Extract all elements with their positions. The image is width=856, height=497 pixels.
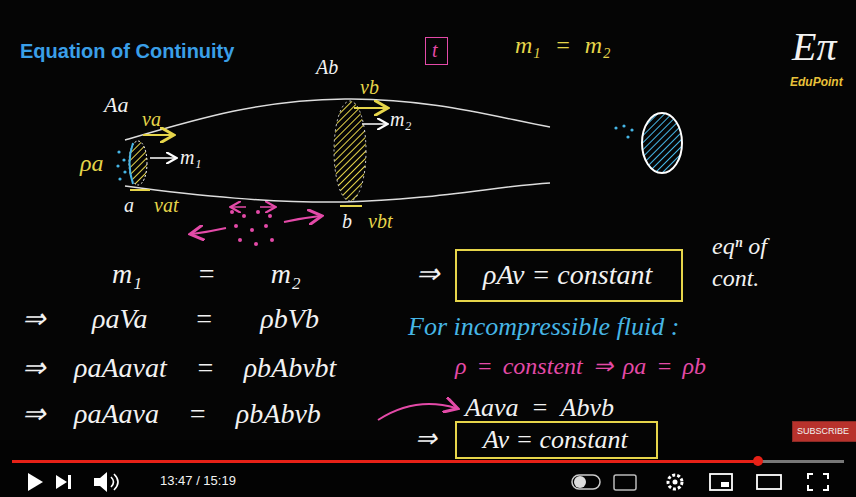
progress-track bbox=[12, 460, 844, 463]
area-label: Aa bbox=[104, 92, 128, 117]
play-icon bbox=[28, 473, 43, 491]
mass-arrow bbox=[150, 157, 175, 159]
settings-icon bbox=[668, 475, 682, 489]
molecule-dots bbox=[230, 210, 274, 246]
volume-icon bbox=[111, 474, 118, 490]
cross-section bbox=[129, 141, 147, 185]
density-label: ρa bbox=[80, 150, 104, 178]
implies-sign: ⇒ bbox=[416, 258, 439, 290]
motion-arrow bbox=[260, 206, 274, 208]
subscribe-button: SUBSCRIBE bbox=[792, 421, 856, 442]
fluid-dots bbox=[116, 150, 126, 180]
equation-text: ⇒ ρaAava = ρbAbvb bbox=[22, 398, 321, 430]
box-text: SUBSCRIBE bbox=[797, 426, 852, 436]
cross-section bbox=[642, 113, 682, 173]
volume-icon bbox=[94, 472, 107, 492]
length-label: vat bbox=[154, 194, 178, 217]
equation-text: Aava = Abvb bbox=[465, 393, 614, 423]
theater-icon bbox=[757, 475, 781, 489]
area-label: Ab bbox=[316, 56, 338, 79]
autoplay-toggle bbox=[572, 475, 600, 489]
miniplayer-icon bbox=[710, 474, 732, 490]
equation-note: eqⁿ of cont. bbox=[712, 230, 804, 295]
mass-label: m₁ bbox=[180, 146, 201, 169]
implies-sign: ⇒ bbox=[415, 424, 437, 454]
time-box: t bbox=[425, 37, 448, 65]
velocity-label: va bbox=[142, 108, 161, 131]
equation-text: ⇒ ρaVa = ρbVb bbox=[22, 303, 319, 335]
settings-icon bbox=[673, 480, 678, 485]
slide-title: Equation of Continuity bbox=[20, 40, 234, 63]
length-label: vbt bbox=[368, 210, 392, 233]
progress-bar bbox=[12, 460, 758, 463]
logo-text: EduPoint bbox=[790, 76, 843, 90]
mass-label: m₂ bbox=[390, 108, 411, 131]
derivation-arrow bbox=[378, 404, 456, 420]
length-mark bbox=[130, 189, 150, 191]
next-icon bbox=[68, 475, 71, 489]
autoplay-toggle bbox=[574, 476, 586, 488]
pipe-wall bbox=[125, 183, 550, 202]
result-box: ρAv = constant bbox=[455, 249, 683, 302]
velocity-arrow bbox=[354, 107, 386, 109]
condition-text: For incompressible fluid : bbox=[408, 312, 679, 342]
motion-arrow bbox=[284, 216, 320, 222]
length-mark bbox=[340, 205, 362, 207]
velocity-arrow bbox=[143, 134, 172, 136]
cross-section bbox=[334, 101, 366, 201]
section-label: a bbox=[124, 194, 134, 217]
captions-icon bbox=[614, 475, 636, 490]
box-text: ρAv = constant bbox=[483, 259, 655, 291]
motion-arrow bbox=[192, 228, 226, 234]
cross-section-edge bbox=[130, 143, 134, 184]
logo-mark: Eπ bbox=[792, 24, 836, 70]
equation-text: ρ = constent ⇒ ρa = ρb bbox=[455, 353, 706, 381]
miniplayer-icon bbox=[721, 482, 729, 487]
equation-text: m₁ = m₂ bbox=[112, 258, 301, 290]
equation-text: ⇒ ρaAavat = ρbAbvbt bbox=[22, 352, 336, 384]
equation-text: m₁ = m₂ bbox=[515, 32, 611, 60]
mass-arrow bbox=[362, 123, 386, 125]
result-box: Av = constant bbox=[455, 421, 658, 459]
box-text: Av = constant bbox=[483, 425, 630, 455]
motion-arrow bbox=[232, 206, 246, 208]
next-icon bbox=[56, 475, 67, 489]
fluid-dots bbox=[614, 124, 633, 138]
fullscreen-icon bbox=[808, 474, 828, 490]
time-display: 13:47 / 15:19 bbox=[160, 474, 236, 489]
velocity-label: vb bbox=[360, 76, 379, 99]
box-text: t bbox=[432, 39, 441, 62]
progress-knob bbox=[753, 456, 763, 466]
section-label: b bbox=[342, 210, 352, 233]
